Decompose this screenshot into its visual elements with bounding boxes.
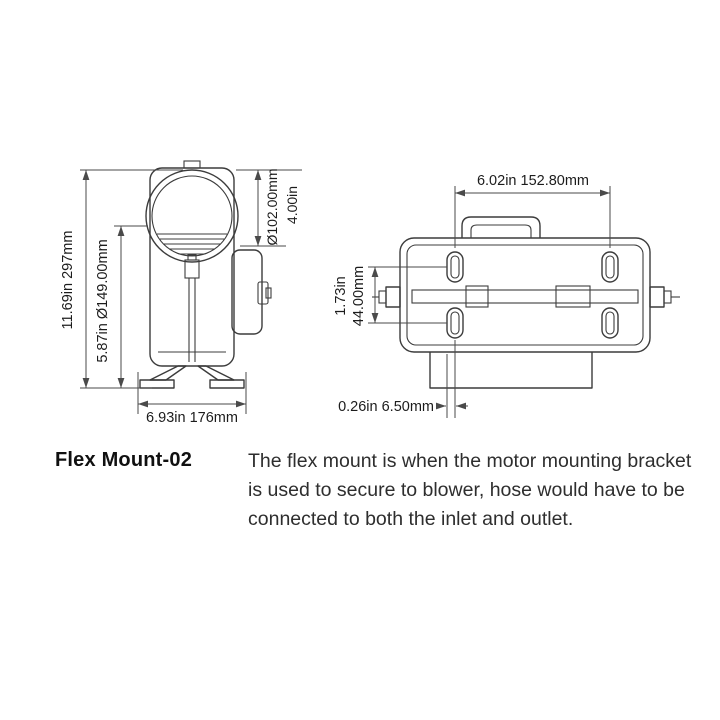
- side-width-dimension: 6.93in 176mm: [137, 372, 247, 426]
- inlet-dimension-in-label: 4.00in: [284, 186, 300, 224]
- mounting-bracket: [139, 351, 245, 389]
- carry-handle: [461, 216, 541, 238]
- slot-dimension-mm-label: 44.00mm: [351, 266, 367, 326]
- offset-dimension-label: 0.26in 6.50mm: [338, 399, 434, 415]
- side-width-dimension-label: 6.93in 176mm: [146, 410, 238, 426]
- offset-dimension: 0.26in 6.50mm: [338, 340, 468, 418]
- slot-dimension: 1.73in 44.00mm: [333, 266, 447, 326]
- mount-plate: [372, 216, 680, 389]
- blower-housing: [139, 160, 272, 389]
- technical-drawing-canvas: 11.69in 297mm 5.87in Ø149.00mm Ø102.00mm…: [60, 160, 680, 426]
- top-view-drawing: 6.02in 152.80mm 1.73in 44.00mm 0.26in 6.…: [333, 173, 680, 418]
- bottom-flange: [429, 352, 593, 389]
- top-width-dimension-label: 6.02in 152.80mm: [477, 173, 589, 189]
- height-dimension-label: 11.69in 297mm: [60, 231, 76, 330]
- product-title: Flex Mount-02: [55, 449, 193, 471]
- mounting-slots: [446, 251, 619, 339]
- inlet-dimension-mm-label: Ø102.00mm: [264, 168, 280, 245]
- bracket-dimension: 5.87in Ø149.00mm: [95, 225, 148, 388]
- inlet-dimension: Ø102.00mm 4.00in: [236, 168, 302, 247]
- inlet-circle: [145, 169, 239, 263]
- shaft-bar: [411, 285, 639, 308]
- top-width-dimension: 6.02in 152.80mm: [454, 173, 611, 248]
- motor-body: [231, 249, 272, 335]
- product-description: The flex mount is when the motor mountin…: [248, 450, 692, 530]
- side-view-drawing: 11.69in 297mm 5.87in Ø149.00mm Ø102.00mm…: [60, 160, 302, 426]
- clamp-detail: [184, 254, 200, 362]
- height-dimension: 11.69in 297mm: [60, 169, 183, 389]
- inlet-rib-lines: [157, 233, 227, 255]
- side-tabs: [372, 286, 680, 308]
- slot-dimension-in-label: 1.73in: [333, 276, 349, 316]
- bracket-dimension-label: 5.87in Ø149.00mm: [95, 239, 111, 362]
